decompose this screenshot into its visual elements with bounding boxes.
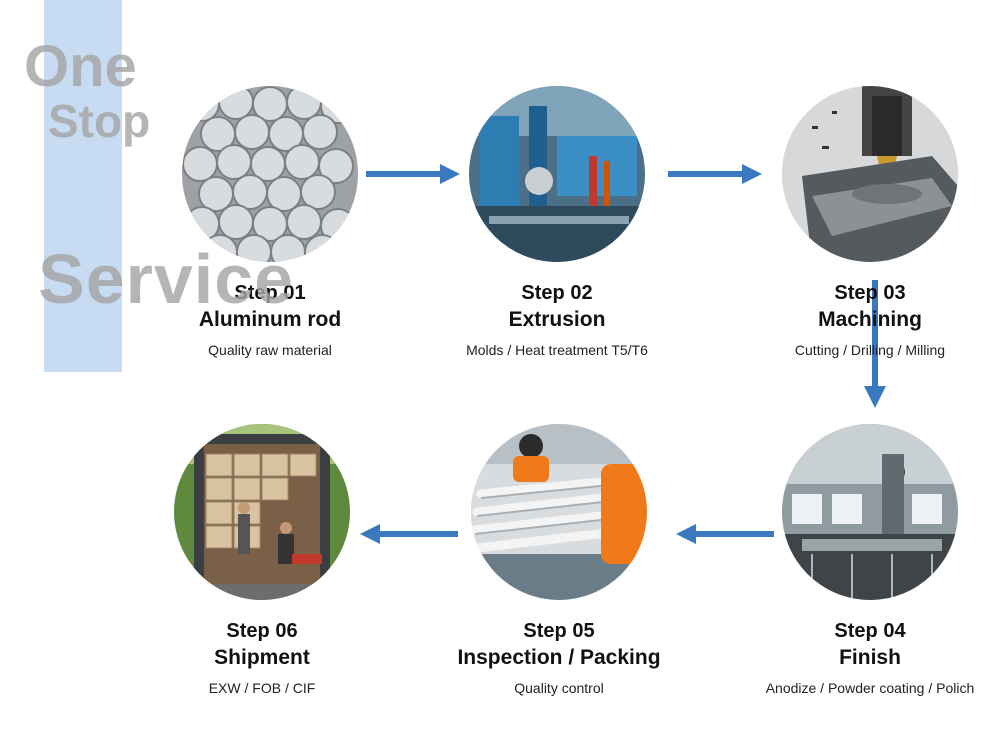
step-description: Cutting / Drilling / Milling <box>794 342 946 359</box>
step-number: Step 02 <box>521 282 593 304</box>
arrow-right-1 <box>366 164 460 184</box>
step-04: Step 04 Finish Anodize / Powder coating … <box>720 424 1000 696</box>
step-title: Shipment <box>214 646 310 669</box>
step-description: EXW / FOB / CIF <box>208 680 316 697</box>
step-number: Step 06 <box>226 620 298 642</box>
step-number: Step 03 <box>834 282 906 304</box>
background-word-one: One <box>24 34 137 99</box>
arrow-right-2 <box>668 164 762 184</box>
inspection-photo <box>471 424 647 600</box>
background-blue-band <box>44 0 122 372</box>
cnc-milling-photo <box>782 86 958 262</box>
extrusion-machine-photo <box>469 86 645 262</box>
step-number: Step 04 <box>834 620 906 642</box>
step-title: Finish <box>839 646 901 669</box>
step-description: Quality control <box>514 680 604 697</box>
arrow-left-1 <box>676 524 774 544</box>
step-description: Anodize / Powder coating / Polich <box>765 680 975 697</box>
aluminum-rods-photo <box>182 86 358 262</box>
step-06: Step 06 Shipment EXW / FOB / CIF <box>112 424 412 696</box>
step-title: Inspection / Packing <box>457 646 661 669</box>
step-title: Machining <box>818 308 922 331</box>
arrow-down <box>864 280 886 408</box>
background-word-stop: Stop <box>48 95 151 147</box>
step-03: Step 03 Machining Cutting / Drilling / M… <box>720 86 1000 358</box>
step-01: Step 01 Aluminum rod Quality raw materia… <box>120 86 420 358</box>
background-word-service: Service <box>38 240 295 318</box>
step-05: Step 05 Inspection / Packing Quality con… <box>409 424 709 696</box>
step-title: Extrusion <box>508 308 606 331</box>
container-loading-photo <box>174 424 350 600</box>
finishing-workshop-photo <box>782 424 958 600</box>
arrow-left-2 <box>360 524 458 544</box>
step-description: Molds / Heat treatment T5/T6 <box>466 342 648 359</box>
step-title: Aluminum rod <box>198 308 342 331</box>
step-number: Step 05 <box>523 620 595 642</box>
step-02: Step 02 Extrusion Molds / Heat treatment… <box>407 86 707 358</box>
step-description: Quality raw material <box>208 342 332 359</box>
step-number: Step 01 <box>234 282 306 304</box>
